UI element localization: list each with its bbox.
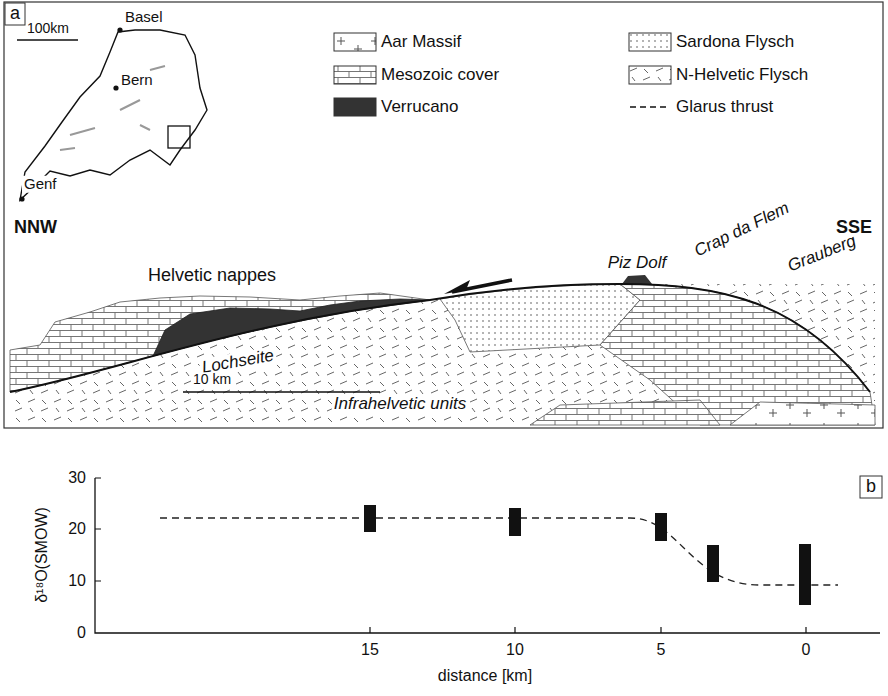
legend-text: N-Helvetic Flysch [676, 66, 808, 85]
label: distance [km] [438, 667, 532, 685]
legend-text: Mesozoic cover [381, 66, 499, 85]
city-dot [19, 196, 24, 201]
legend-swatch [333, 32, 377, 52]
label: Piz Dolf [608, 254, 667, 273]
legend-sample [629, 33, 671, 51]
data-bar [364, 505, 376, 532]
data-bar [655, 513, 667, 541]
label: Basel [125, 9, 163, 26]
label: 0 [802, 641, 811, 659]
panel-frame [4, 2, 883, 428]
trend-line [160, 518, 838, 585]
lakes [60, 66, 165, 150]
label: 30 [68, 469, 86, 487]
label: Grauberg [785, 232, 859, 276]
label: b [866, 477, 876, 497]
label: a [10, 4, 20, 24]
city-dot [113, 85, 118, 90]
label: Helvetic nappes [148, 266, 276, 286]
data-bar [799, 544, 811, 605]
legend-line [630, 106, 670, 108]
label: 20 [68, 520, 86, 538]
label: 10 [68, 572, 86, 590]
label: 10 [506, 641, 524, 659]
panel-tag-box [5, 3, 25, 25]
label: 10 km [191, 372, 233, 387]
n-helvetic-flysch [10, 284, 875, 425]
scale-bar [17, 39, 78, 40]
legend-swatch [333, 97, 377, 117]
aar-massif [730, 402, 875, 425]
legend-swatch [628, 32, 672, 52]
panel-tag-box [860, 476, 882, 498]
label: Genf [22, 176, 59, 193]
label: 5 [657, 641, 666, 659]
legend-text: Sardona Flysch [676, 33, 794, 52]
label: 100km [27, 21, 69, 36]
legend-swatch [628, 65, 672, 85]
legend-text: Verrucano [381, 98, 459, 117]
legend-swatch [333, 65, 377, 85]
label: Crap da Flem [692, 199, 793, 261]
label: Bern [121, 72, 153, 89]
arrow-head [444, 280, 470, 294]
country-outline [20, 30, 207, 200]
ticks [95, 478, 806, 633]
data-bar [707, 545, 719, 582]
label: 0 [77, 624, 86, 642]
legend-sample [334, 98, 376, 116]
mesozoic-cover [530, 400, 720, 425]
city-dot [117, 27, 122, 32]
legend-text: Glarus thrust [676, 98, 773, 117]
label: NNW [14, 218, 57, 238]
legend-sample [334, 33, 376, 51]
legend-text: Aar Massif [381, 33, 461, 52]
legend-swatch [628, 97, 672, 117]
label: Infrahelvetic units [332, 395, 468, 414]
glarus-thrust [10, 284, 870, 392]
legend-sample [334, 66, 376, 84]
scale-bar [183, 391, 380, 392]
legend-sample [629, 66, 671, 84]
data-bar [509, 508, 521, 536]
verrucano [153, 299, 430, 356]
verrucano-klippe [622, 275, 652, 284]
label: δ¹⁸O(SMOW) [33, 507, 51, 603]
label: 15 [361, 641, 379, 659]
study-area-box [168, 126, 190, 148]
axes [95, 478, 880, 633]
